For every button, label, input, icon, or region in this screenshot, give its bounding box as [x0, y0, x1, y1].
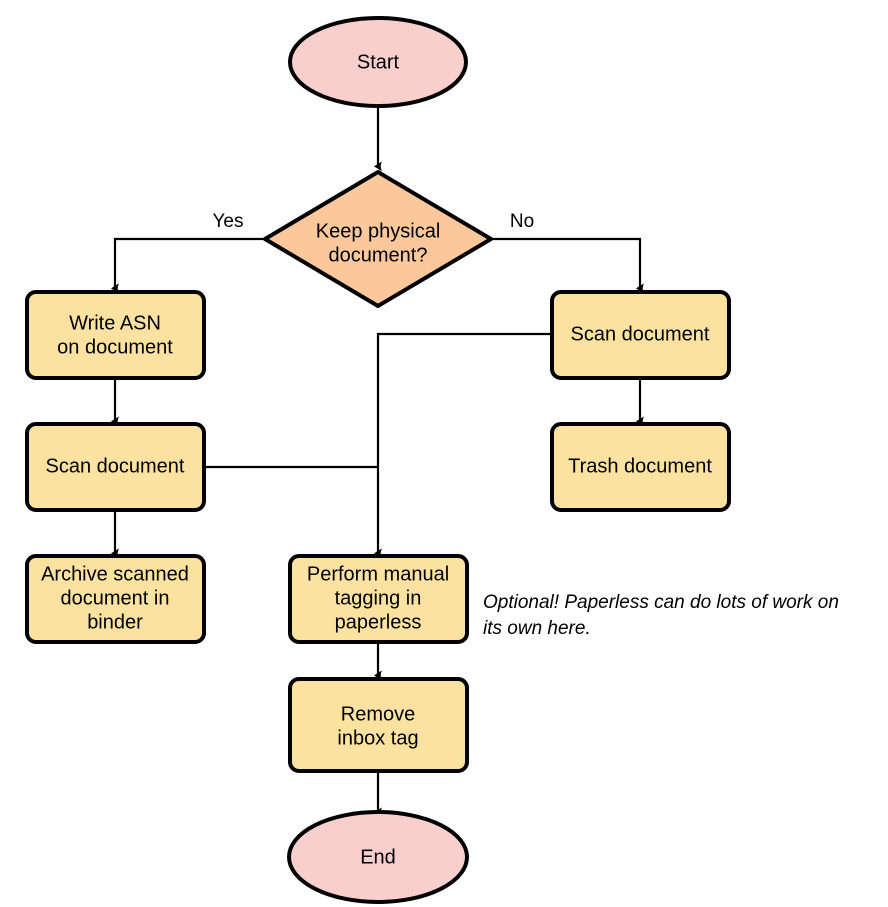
- manual-tagging-box[interactable]: [288, 554, 469, 644]
- manual-tagging-label-line2: tagging in: [335, 587, 422, 609]
- node-archive-scanned-document[interactable]: Archive scanned document in binder: [25, 554, 206, 644]
- remove-inbox-label-line2: inbox tag: [337, 727, 418, 749]
- node-perform-manual-tagging[interactable]: Perform manual tagging in paperless: [288, 554, 469, 644]
- edges-layer: [115, 106, 640, 812]
- end-ellipse[interactable]: [287, 810, 469, 904]
- decision-diamond[interactable]: [263, 170, 493, 308]
- node-start[interactable]: Start: [288, 16, 468, 108]
- node-trash-document[interactable]: Trash document: [550, 422, 731, 512]
- remove-inbox-label-line1: Remove: [341, 703, 415, 725]
- node-decision-keep-physical-document[interactable]: Keep physical document?: [263, 170, 493, 308]
- archive-box[interactable]: [25, 554, 206, 644]
- node-write-asn[interactable]: Write ASN on document: [25, 290, 206, 380]
- scan-document-right-box[interactable]: [550, 290, 731, 380]
- archive-label-line1: Archive scanned: [41, 563, 189, 585]
- edge-label-no: No: [510, 211, 534, 232]
- annotation-line2: its own here.: [483, 618, 591, 639]
- trash-document-label: Trash document: [568, 455, 712, 477]
- scan-document-left-box[interactable]: [25, 422, 206, 512]
- manual-tagging-label-line3: paperless: [335, 611, 422, 633]
- node-scan-document-right[interactable]: Scan document: [550, 290, 731, 380]
- scan-document-left-label: Scan document: [46, 455, 185, 477]
- start-label: Start: [357, 51, 400, 73]
- edge-label-yes: Yes: [213, 211, 244, 232]
- scan-document-right-label: Scan document: [571, 323, 710, 345]
- start-ellipse[interactable]: [288, 16, 468, 108]
- edge-decision-yes-to-write-asn: [115, 237, 265, 288]
- decision-label-line1: Keep physical: [316, 220, 441, 242]
- write-asn-box[interactable]: [25, 290, 206, 380]
- write-asn-label-line2: on document: [57, 336, 173, 358]
- trash-document-box[interactable]: [550, 422, 731, 512]
- node-end[interactable]: End: [287, 810, 469, 904]
- decision-label-line2: document?: [329, 244, 428, 266]
- annotation-line1: Optional! Paperless can do lots of work …: [483, 592, 839, 613]
- edge-decision-no-to-scan-right: [491, 237, 640, 288]
- edge-scan-right-to-manual-tagging: [378, 332, 552, 553]
- annotation-optional-note: Optional! Paperless can do lots of work …: [483, 592, 839, 639]
- node-remove-inbox-tag[interactable]: Remove inbox tag: [288, 677, 469, 773]
- remove-inbox-box[interactable]: [288, 677, 469, 773]
- archive-label-line3: binder: [87, 611, 143, 633]
- write-asn-label-line1: Write ASN: [69, 312, 161, 334]
- node-scan-document-left[interactable]: Scan document: [25, 422, 206, 512]
- manual-tagging-label-line1: Perform manual: [307, 563, 449, 585]
- edge-labels-layer: Yes No: [213, 211, 535, 232]
- end-label: End: [360, 846, 396, 868]
- archive-label-line2: document in: [61, 587, 170, 609]
